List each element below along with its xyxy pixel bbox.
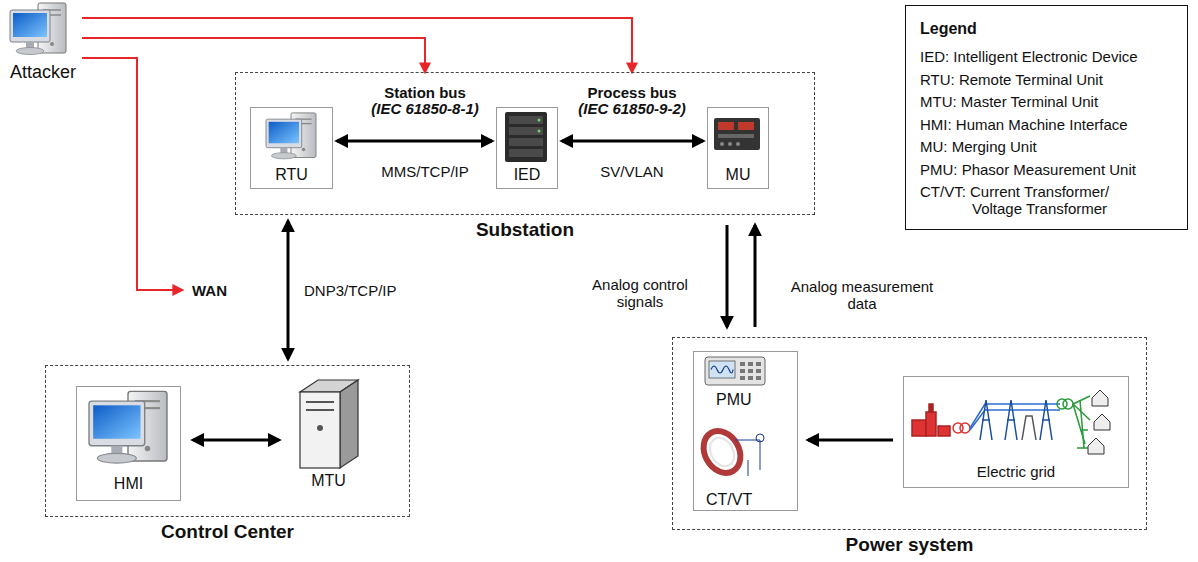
node-title: Power system: [846, 534, 974, 556]
legend-text: IED: Intelligent Electronic Device: [920, 48, 1138, 65]
legend-text: CT/VT: Current Transformer/ Voltage Tran…: [920, 183, 1109, 217]
mtu-server: MTU: [291, 376, 366, 494]
ied-box: IED: [496, 107, 558, 189]
legend-text: HMI: Human Machine Interface: [920, 116, 1128, 133]
attacker-host: Attacker: [4, 2, 82, 88]
node-subtitle: CT/VT: [706, 491, 752, 509]
node-title: Electric grid: [977, 463, 1055, 480]
link-arrow: [754, 225, 757, 327]
node-title: Control Center: [161, 521, 294, 543]
mu-box: MU: [707, 107, 769, 189]
attack-arrow: [82, 38, 425, 72]
link-arrow: [726, 225, 729, 327]
legend-entry: HMI: Human Machine Interface: [920, 116, 1128, 133]
ct-vt-clamp-icon: [696, 424, 764, 479]
attacker-wan-arrow: [82, 58, 182, 290]
node-title: MTU: [311, 472, 346, 490]
legend-entry: RTU: Remote Terminal Unit: [920, 71, 1103, 88]
ied-rack-icon: [505, 112, 547, 162]
legend-entry: CT/VT: Current Transformer/ Voltage Tran…: [920, 183, 1134, 218]
edge-label: DNP3/TCP/IP: [302, 282, 399, 299]
node-title: MU: [726, 166, 751, 184]
legend-text: RTU: Remote Terminal Unit: [920, 71, 1103, 88]
legend-entry: PMU: Phasor Measurement Unit: [920, 161, 1136, 178]
legend-text: PMU: Phasor Measurement Unit: [920, 161, 1136, 178]
merging-unit-icon: [714, 118, 760, 150]
electric-grid-box: Electric grid: [903, 376, 1129, 488]
bus-name: Station bus: [382, 84, 468, 101]
hmi-box: HMI: [76, 386, 181, 501]
edge-label: Analog control signals: [583, 276, 697, 311]
legend-entry: MTU: Master Terminal Unit: [920, 93, 1098, 110]
attack-arrow: [82, 18, 632, 72]
standard-ref: (IEC 61850-9-2): [576, 100, 688, 117]
link-arrow: [193, 439, 279, 442]
node-title: Attacker: [10, 62, 76, 83]
node-title: IED: [514, 166, 541, 184]
link-arrow: [562, 140, 703, 143]
edge-label: Analog measurement data: [773, 278, 952, 313]
standard-ref: (IEC 61850-8-1): [369, 100, 481, 117]
link-arrow: [287, 221, 290, 359]
measurement-box: PMU CT/VT: [693, 351, 798, 511]
node-title: Substation: [476, 219, 574, 241]
electric-grid-picture: [912, 390, 1110, 454]
edge-label: MMS/TCP/IP: [379, 163, 471, 180]
substation-zone: SubstationRTUIEDMU: [235, 72, 815, 215]
node-title: HMI: [114, 475, 143, 493]
legend-entry: IED: Intelligent Electronic Device: [920, 48, 1138, 65]
link-arrow: [808, 439, 893, 442]
power-system-zone: Power systemPMUCT/VTElectric grid: [672, 337, 1147, 530]
control-center-zone: Control CenterHMIMTU: [45, 365, 410, 517]
legend-text: MU: Merging Unit: [920, 138, 1037, 155]
edge-label: SV/VLAN: [598, 163, 665, 180]
node-title: PMU: [716, 391, 752, 409]
legend-title: Legend: [920, 20, 977, 38]
node-title: RTU: [275, 166, 308, 184]
rtu-box: RTU: [250, 107, 333, 189]
legend-text: MTU: Master Terminal Unit: [920, 93, 1098, 110]
network-name: WAN: [190, 282, 229, 299]
bus-name: Process bus: [585, 84, 678, 101]
link-arrow: [337, 140, 492, 143]
legend-entry: MU: Merging Unit: [920, 138, 1037, 155]
legend-box: IED: Intelligent Electronic DeviceRTU: R…: [905, 5, 1188, 230]
mtu-server-icon: [300, 380, 358, 468]
pmu-icon: [705, 357, 765, 385]
